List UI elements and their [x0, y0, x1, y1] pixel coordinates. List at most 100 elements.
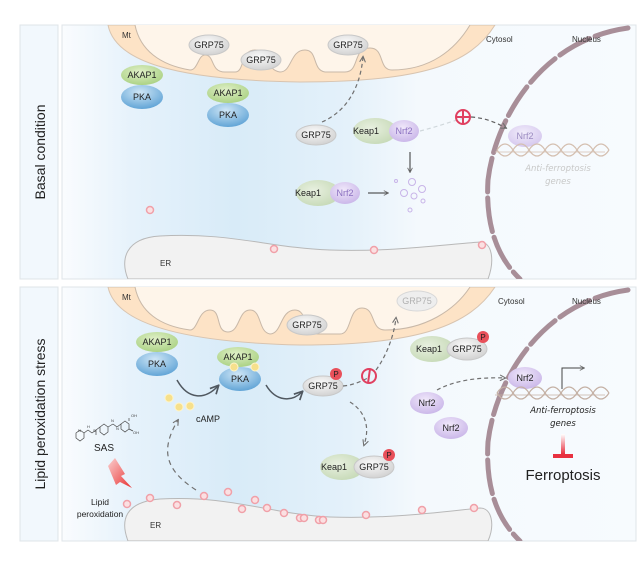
svg-text:GRP75: GRP75: [359, 462, 389, 472]
keap1-nrf2-complex: Keap1 Nrf2: [353, 118, 419, 144]
camp-label: cAMP: [196, 414, 220, 424]
pka-protein: PKA: [207, 103, 249, 127]
nucleus-membrane: [485, 25, 631, 279]
svg-text:AKAP1: AKAP1: [223, 352, 252, 362]
binding-arrow: [349, 401, 367, 445]
camp-molecule: [250, 362, 260, 372]
blocked-translocation-arrow: [375, 318, 396, 371]
lipid-dot: [369, 245, 379, 255]
panel-label: Basal condition: [32, 105, 48, 200]
phosphorylation-arrow: [265, 384, 302, 399]
nrf2-protein: Nrf2: [508, 367, 542, 389]
genes-label: genes: [545, 177, 571, 187]
lipid-dot: [269, 244, 279, 254]
svg-text:N: N: [116, 426, 119, 431]
sas-chemical-structure: [75, 418, 134, 442]
svg-text:AKAP1: AKAP1: [127, 70, 156, 80]
ferroptosis-label: Ferroptosis: [525, 467, 600, 484]
pka-protein: PKA: [219, 367, 261, 391]
sas-label: SAS: [94, 443, 114, 454]
inhibit-icon: [361, 368, 377, 384]
camp-molecule: [164, 393, 174, 403]
nrf2-protein: Nrf2: [508, 125, 542, 147]
grp75-protein: GRP75: [188, 34, 230, 56]
genes-label: Anti-ferroptosis: [529, 406, 596, 416]
svg-text:Keap1: Keap1: [353, 126, 379, 136]
grp75-protein: GRP75: [286, 314, 328, 336]
phospho-label: P: [386, 451, 391, 460]
er-label: ER: [160, 259, 171, 268]
nucleus-label: Nucleus: [572, 35, 601, 44]
svg-text:GRP75: GRP75: [308, 381, 338, 391]
mt-label: Mt: [122, 293, 132, 302]
camp-molecule: [174, 402, 184, 412]
keap1-grp75-complex: Keap1 GRP75 P: [410, 331, 489, 362]
svg-text:AKAP1: AKAP1: [142, 337, 171, 347]
pka-protein: PKA: [136, 352, 178, 376]
lipid-dot: [145, 205, 155, 215]
cytosol-label: Cytosol: [486, 35, 513, 44]
svg-text:GRP75: GRP75: [301, 130, 331, 140]
svg-text:N: N: [111, 418, 114, 423]
svg-text:Nrf2: Nrf2: [395, 126, 412, 136]
nuclear-translocation-arrow: [470, 116, 506, 128]
grp75-protein-faded: GRP75: [396, 290, 438, 312]
inhibition-bar-stem: [561, 434, 565, 454]
transcription-arrow: [561, 368, 584, 389]
inhibit-icon: [455, 109, 471, 125]
akap1-protein: AKAP1: [207, 83, 249, 103]
svg-text:S: S: [93, 428, 96, 433]
induction-arrow: [108, 458, 132, 488]
nrf2-protein: Nrf2: [410, 392, 444, 414]
svg-text:GRP75: GRP75: [402, 296, 432, 306]
keap1-nrf2-complex: Keap1 Nrf2: [295, 180, 360, 206]
camp-production-arrow: [167, 420, 197, 491]
akap1-protein: AKAP1: [217, 347, 259, 367]
mito-cristae: [134, 287, 471, 335]
pka-protein: PKA: [121, 85, 163, 109]
svg-text:OH: OH: [133, 430, 139, 435]
svg-text:PKA: PKA: [133, 92, 151, 102]
akap1-protein: AKAP1: [121, 65, 163, 85]
lipid-peroxide-dots: [122, 487, 479, 525]
svg-text:Keap1: Keap1: [321, 462, 347, 472]
svg-text:PKA: PKA: [231, 374, 249, 384]
dna-helix: [495, 143, 610, 157]
svg-text:GRP75: GRP75: [194, 40, 224, 50]
panel-label-box: [19, 24, 59, 280]
panel-lipid-peroxidation-stress: Lipid peroxidation stress Mt ER Cytosol …: [19, 286, 637, 542]
nucleus-label: Nucleus: [572, 297, 601, 306]
genes-label: Anti-ferroptosis: [524, 164, 591, 174]
svg-text:Nrf2: Nrf2: [516, 373, 533, 383]
panel-label-box: [19, 286, 59, 542]
blocked-path: [342, 377, 369, 387]
svg-text:N: N: [78, 428, 81, 433]
svg-text:PKA: PKA: [219, 110, 237, 120]
svg-text:Nrf2: Nrf2: [418, 398, 435, 408]
svg-text:Nrf2: Nrf2: [336, 188, 353, 198]
svg-text:AKAP1: AKAP1: [213, 88, 242, 98]
lipid-peroxidation-label: peroxidation: [77, 509, 124, 519]
svg-text:PKA: PKA: [148, 359, 166, 369]
cytosol-label: Cytosol: [498, 297, 525, 306]
svg-text:GRP75: GRP75: [333, 40, 363, 50]
svg-text:Nrf2: Nrf2: [516, 131, 533, 141]
svg-text:OH: OH: [131, 413, 137, 418]
degradation-fragments-icon: [394, 178, 426, 213]
svg-text:Keap1: Keap1: [295, 188, 321, 198]
svg-text:H: H: [87, 424, 90, 429]
lipid-dot: [477, 240, 487, 250]
camp-molecule: [229, 362, 239, 372]
mt-label: Mt: [122, 31, 132, 40]
panel-label: Lipid peroxidation stress: [32, 339, 48, 490]
svg-text:Nrf2: Nrf2: [442, 423, 459, 433]
grp75-protein: GRP75: [327, 34, 369, 56]
phospho-label: P: [333, 370, 338, 379]
inhibition-bar-icon: [553, 454, 573, 458]
nucleus-membrane: [485, 287, 631, 541]
translocation-arrow: [321, 57, 363, 123]
lipid-peroxidation-label: Lipid: [91, 497, 109, 507]
akap1-protein: AKAP1: [136, 332, 178, 352]
